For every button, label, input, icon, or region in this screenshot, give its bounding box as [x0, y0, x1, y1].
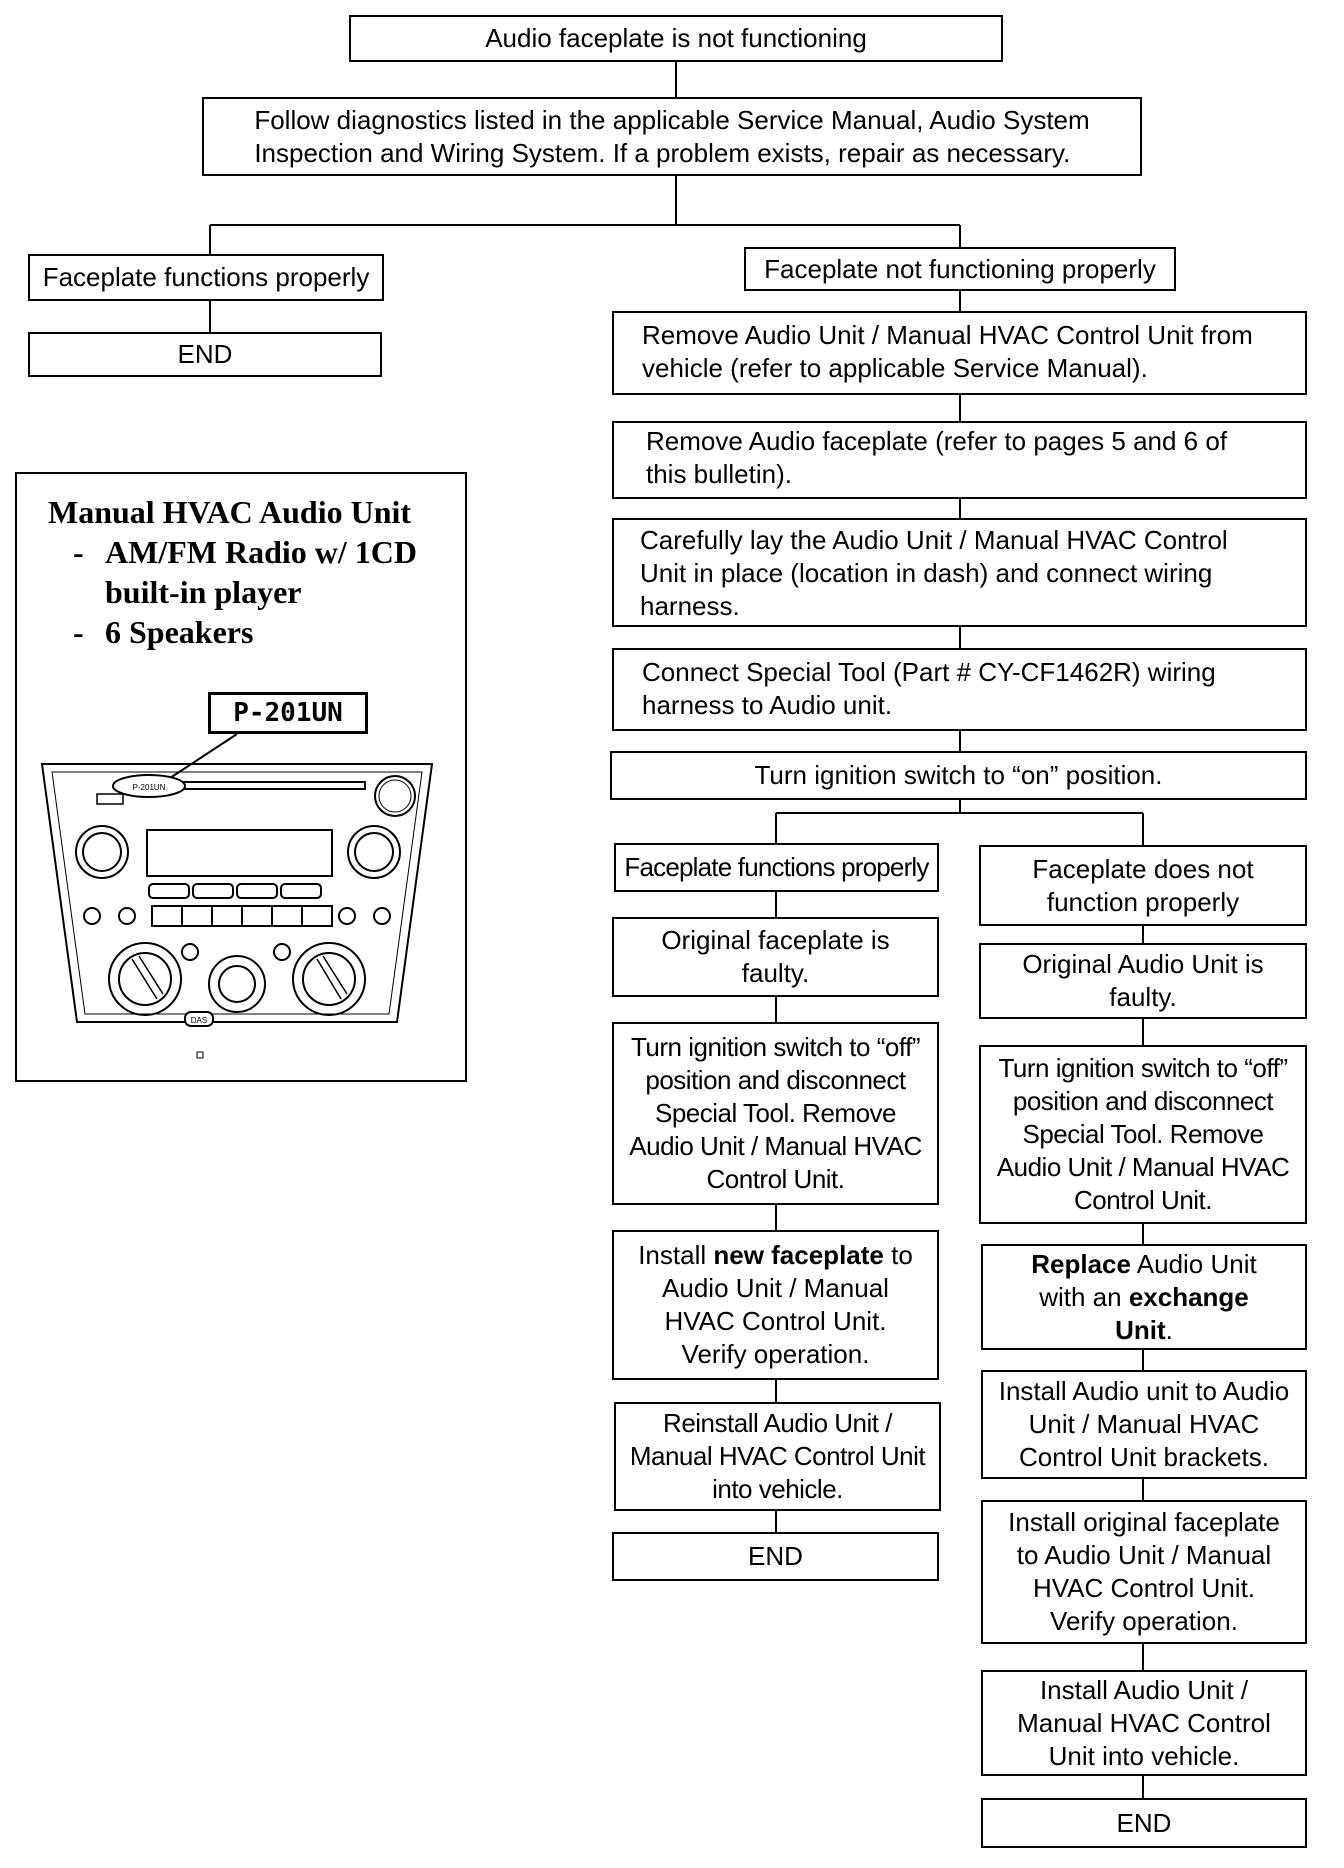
sub-left-end-box: END	[612, 1532, 939, 1581]
sub-left-reinstall-box: Reinstall Audio Unit / Manual HVAC Contr…	[614, 1402, 941, 1511]
left-functions-properly-box: Faceplate functions properly	[28, 254, 384, 301]
sub-left-reinstall-text: Reinstall Audio Unit / Manual HVAC Contr…	[629, 1408, 926, 1504]
replace-mid: Audio Unit with an	[1039, 1248, 1257, 1312]
sub-right-replace-text: Replace Audio Unit with an exchange Unit…	[1031, 1248, 1256, 1347]
sub-left-result-text: Faceplate functions properly	[624, 852, 929, 882]
diagnostics-text: Follow diagnostics listed in the applica…	[254, 104, 1090, 168]
panel-item-player: built-in player	[105, 574, 302, 610]
sub-right-diagnosis-text: Original Audio Unit is faulty.	[1022, 949, 1264, 1012]
audio-unit-illustration: P-201UN DAS	[40, 733, 434, 1059]
replace-bold: Replace	[1031, 1248, 1131, 1279]
diagnostics-box: Follow diagnostics listed in the applica…	[202, 97, 1142, 176]
sub-right-ignition-off-box: Turn ignition switch to “off” position a…	[979, 1045, 1307, 1224]
sub-right-install-original-text: Install original faceplate to Audio Unit…	[1008, 1507, 1280, 1636]
sub-right-ignition-off-text: Turn ignition switch to “off” position a…	[996, 1053, 1290, 1215]
install-pre: Install	[638, 1240, 714, 1270]
sub-right-install-brackets-box: Install Audio unit to Audio Unit / Manua…	[981, 1370, 1307, 1479]
sub-right-result-box: Faceplate does not function properly	[979, 845, 1307, 926]
replace-end: .	[1165, 1314, 1173, 1345]
sub-right-install-brackets-text: Install Audio unit to Audio Unit / Manua…	[998, 1376, 1290, 1472]
connect-tool-box: Connect Special Tool (Part # CY-CF1462R)…	[612, 648, 1307, 731]
ignition-on-box: Turn ignition switch to “on” position.	[610, 751, 1307, 800]
not-functioning-text: Faceplate not functioning properly	[764, 253, 1156, 284]
start-text: Audio faceplate is not functioning	[485, 23, 867, 53]
sub-right-install-original-box: Install original faceplate to Audio Unit…	[981, 1500, 1307, 1644]
sub-right-end-box: END	[981, 1798, 1307, 1848]
audio-unit-panel: Manual HVAC Audio Unit - AM/FM Radio w/ …	[15, 472, 467, 1082]
panel-bullet-1: -	[73, 534, 84, 570]
ignition-on-text: Turn ignition switch to “on” position.	[754, 760, 1163, 790]
install-post: to Audio Unit / Manual HVAC Control Unit…	[662, 1240, 913, 1369]
aux-label-text: DAS	[191, 1016, 207, 1025]
sub-left-diagnosis-text: Original faceplate is faulty.	[661, 925, 890, 988]
sub-left-diagnosis-box: Original faceplate is faulty.	[612, 917, 939, 997]
lay-unit-box: Carefully lay the Audio Unit / Manual HV…	[612, 518, 1307, 627]
left-end-text: END	[177, 339, 233, 369]
panel-bullet-2: -	[73, 614, 84, 650]
sub-right-result-text: Faceplate does not function properly	[1032, 853, 1254, 917]
sub-right-diagnosis-box: Original Audio Unit is faulty.	[979, 943, 1307, 1019]
sub-left-ignition-off-text: Turn ignition switch to “off” position a…	[629, 1032, 922, 1194]
remove-faceplate-text: Remove Audio faceplate (refer to pages 5…	[646, 426, 1228, 489]
panel-item-radio: AM/FM Radio w/ 1CD	[105, 534, 417, 570]
lay-unit-text: Carefully lay the Audio Unit / Manual HV…	[640, 525, 1228, 621]
sub-right-replace-box: Replace Audio Unit with an exchange Unit…	[981, 1244, 1307, 1350]
start-box: Audio faceplate is not functioning	[349, 15, 1003, 62]
connect-tool-text: Connect Special Tool (Part # CY-CF1462R)…	[642, 657, 1216, 720]
panel-item-speakers: 6 Speakers	[105, 614, 254, 650]
panel-title: Manual HVAC Audio Unit	[48, 494, 412, 530]
sub-left-ignition-off-box: Turn ignition switch to “off” position a…	[612, 1022, 939, 1205]
faceplate-tag-text: P-201UN	[133, 783, 166, 792]
remove-unit-text: Remove Audio Unit / Manual HVAC Control …	[642, 320, 1253, 383]
exchange-unit-bold: exchange Unit	[1115, 1281, 1249, 1345]
remove-faceplate-box: Remove Audio faceplate (refer to pages 5…	[612, 421, 1307, 499]
sub-left-end-text: END	[748, 1541, 803, 1571]
left-end-box: END	[28, 332, 382, 377]
sub-right-end-text: END	[1116, 1807, 1172, 1838]
install-new-faceplate-bold: new faceplate	[713, 1240, 884, 1270]
part-number-label: P-201UN	[208, 692, 368, 734]
left-functions-properly-text: Faceplate functions properly	[42, 262, 370, 292]
not-functioning-box: Faceplate not functioning properly	[744, 247, 1176, 291]
sub-left-install-new-box: Install new faceplate to Audio Unit / Ma…	[612, 1230, 939, 1380]
remove-unit-box: Remove Audio Unit / Manual HVAC Control …	[612, 311, 1307, 395]
sub-left-install-new-text: Install new faceplate to Audio Unit / Ma…	[638, 1239, 913, 1371]
sub-right-install-vehicle-text: Install Audio Unit / Manual HVAC Control…	[1017, 1674, 1271, 1771]
sub-right-install-vehicle-box: Install Audio Unit / Manual HVAC Control…	[981, 1670, 1307, 1776]
sub-left-result-box: Faceplate functions properly	[614, 843, 939, 892]
